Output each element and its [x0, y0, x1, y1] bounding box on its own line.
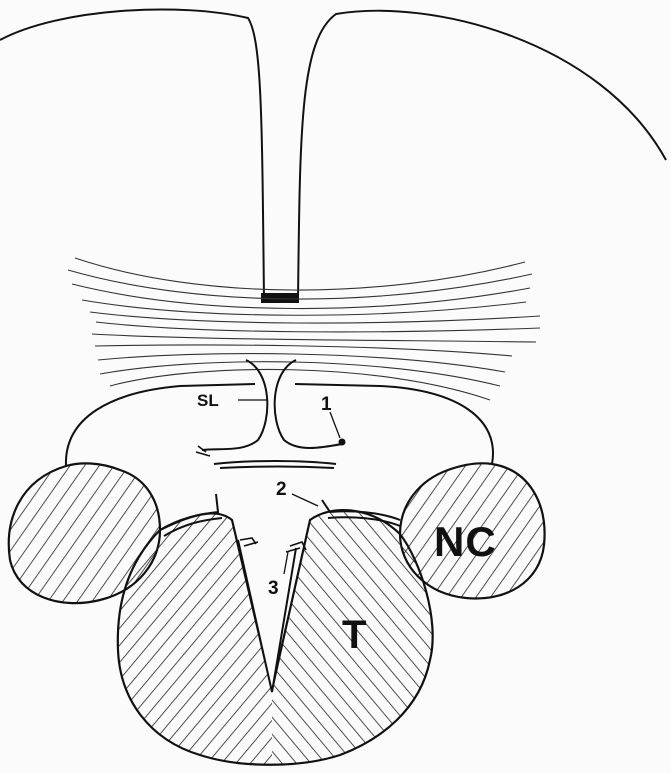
label-3: 3: [268, 578, 279, 599]
ventricle-outline: [66, 384, 493, 466]
corpus-callosum-fibers: [68, 258, 540, 400]
label-2: 2: [276, 479, 287, 500]
label-nc: NC: [434, 518, 497, 565]
hemisphere-outline: [0, 9, 666, 302]
label-t: T: [342, 613, 366, 657]
label-1: 1: [321, 394, 332, 415]
marker-dot-1: [339, 439, 346, 446]
nerve-stub-left: [196, 446, 210, 456]
label-sl: SL: [197, 391, 219, 410]
thalamus: [118, 510, 433, 765]
